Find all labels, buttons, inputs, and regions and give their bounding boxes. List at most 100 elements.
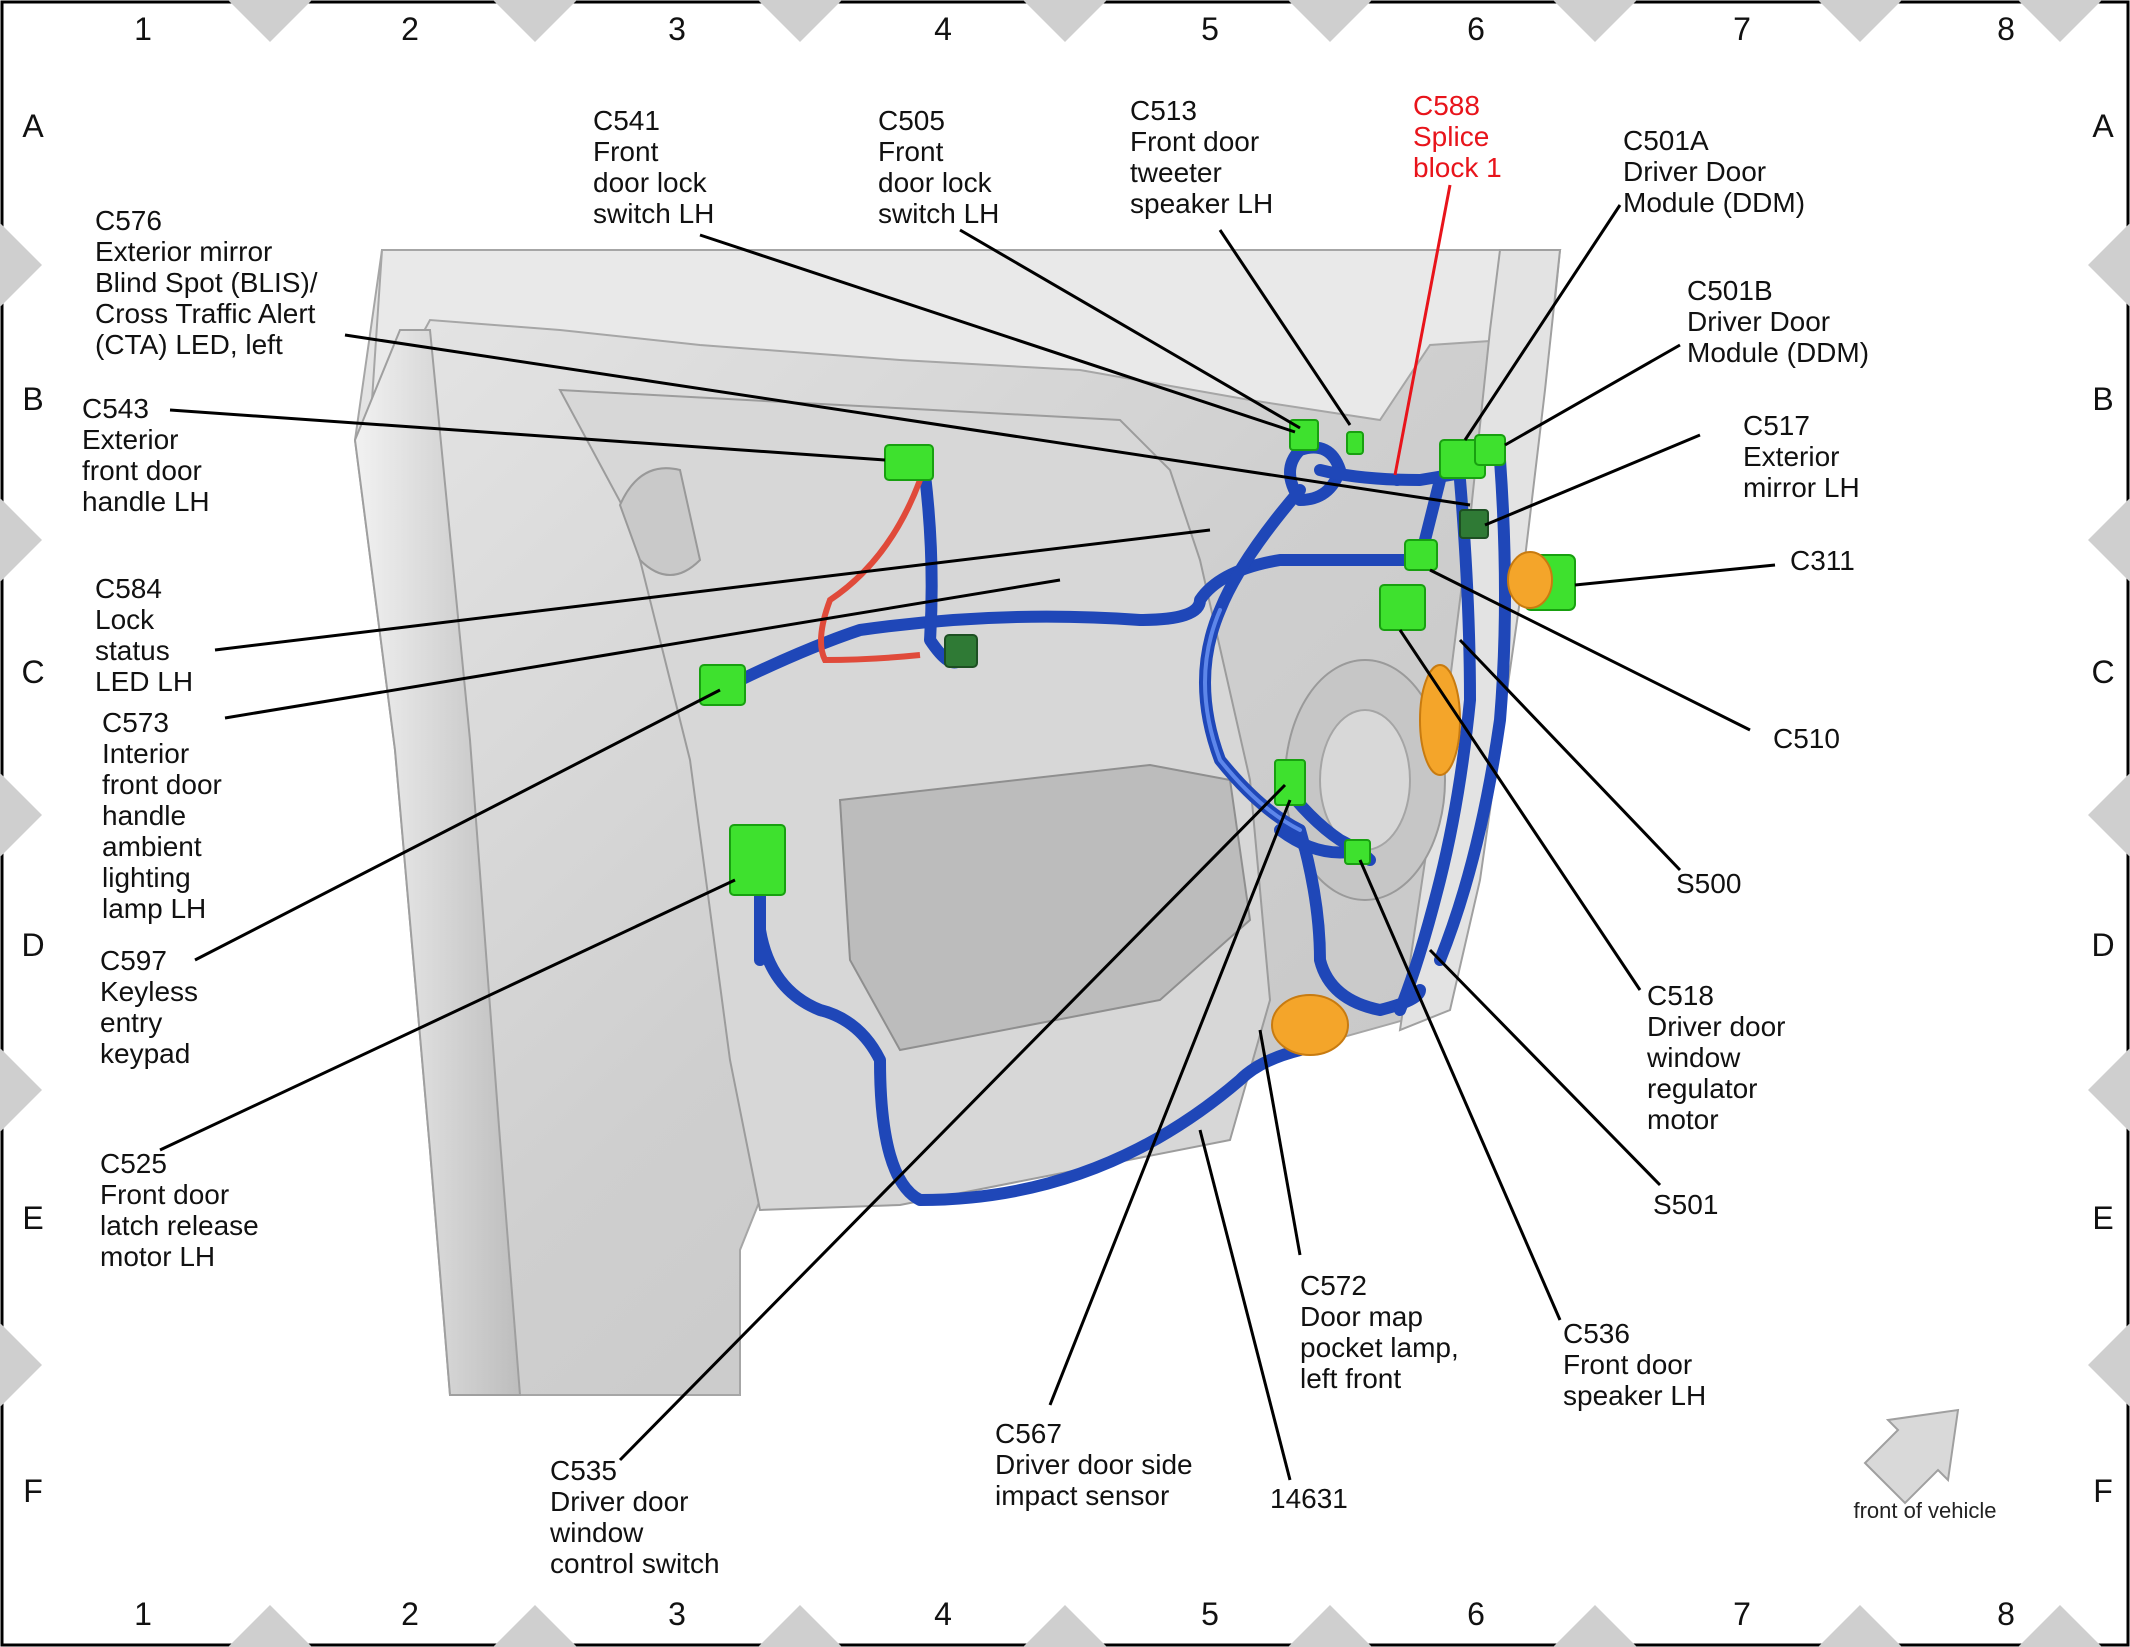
border-triangle-bottom xyxy=(1288,1605,1372,1647)
front-of-vehicle-label: front of vehicle xyxy=(1853,1498,1996,1523)
grid-column-label-top-4: 4 xyxy=(934,11,952,47)
leader-c567 xyxy=(1048,799,1292,1406)
connector-c505 xyxy=(1346,431,1364,455)
harness-top-loop xyxy=(1284,441,1346,506)
harness-right-trunk xyxy=(1394,474,1476,1016)
leader-c536 xyxy=(1358,859,1562,1321)
orange-c311-body xyxy=(1507,551,1553,609)
connectors xyxy=(699,419,1576,1056)
callout-line: entry xyxy=(100,1007,162,1038)
callout-line: LED LH xyxy=(95,666,193,697)
border-triangle-top xyxy=(1553,0,1637,42)
callout-line: handle xyxy=(102,800,186,831)
border-triangle-left xyxy=(0,773,42,857)
callout-line: Exterior xyxy=(1743,441,1839,472)
border-triangle-right xyxy=(2088,498,2130,582)
callout-line: door lock xyxy=(878,167,993,198)
callout-line: C501A xyxy=(1623,125,1709,156)
border-triangle-left xyxy=(0,1048,42,1132)
callout-line: (CTA) LED, left xyxy=(95,329,283,360)
border-triangle-left xyxy=(0,498,42,582)
grid-column-label-top-1: 1 xyxy=(134,11,152,47)
connector-c510 xyxy=(1404,539,1438,571)
callout-line: latch release xyxy=(100,1210,259,1241)
callout-line: C517 xyxy=(1743,410,1810,441)
callout-line: C513 xyxy=(1130,95,1197,126)
leader-c505 xyxy=(959,228,1301,430)
callout-line: block 1 xyxy=(1413,152,1502,183)
callout-line: Blind Spot (BLIS)/ xyxy=(95,267,318,298)
border-triangle-right xyxy=(2088,1048,2130,1132)
border-triangle-top xyxy=(493,0,577,42)
grid-column-label-bottom-1: 1 xyxy=(134,1596,152,1632)
grid-row-label-right-C: C xyxy=(2091,654,2114,690)
grid-column-label-bottom-8: 8 xyxy=(1997,1596,2015,1632)
grid-column-label-bottom-7: 7 xyxy=(1733,1596,1751,1632)
border-triangle-bottom xyxy=(2018,1605,2102,1647)
grid-column-label-bottom-2: 2 xyxy=(401,1596,419,1632)
callout-line: C597 xyxy=(100,945,167,976)
callout-line: window xyxy=(549,1517,644,1548)
door-panel xyxy=(353,249,1562,1396)
callout-line: Door map xyxy=(1300,1301,1423,1332)
callout-line: Interior xyxy=(102,738,189,769)
leader-c573 xyxy=(224,578,1061,720)
leader-c517 xyxy=(1484,433,1701,527)
leader-c543 xyxy=(169,408,886,462)
leader-14631 xyxy=(1198,1129,1292,1481)
grid-column-label-top-5: 5 xyxy=(1201,11,1219,47)
callout-line: C572 xyxy=(1300,1270,1367,1301)
border-triangle-top xyxy=(2018,0,2102,42)
callout-line: Driver door xyxy=(550,1486,688,1517)
callout-line: S500 xyxy=(1676,868,1741,899)
callout-line: left front xyxy=(1300,1363,1401,1394)
callout-line: C518 xyxy=(1647,980,1714,1011)
border-triangle-right xyxy=(2088,1323,2130,1407)
callout-line: Driver door xyxy=(1647,1011,1785,1042)
harness-far-right xyxy=(1434,454,1511,966)
border-triangle-right xyxy=(2088,223,2130,307)
callout-line: C543 xyxy=(82,393,149,424)
harness-top-run xyxy=(1314,464,1486,486)
connector-c536 xyxy=(1344,839,1371,865)
splice-c588 xyxy=(1391,474,1403,486)
leader-c311 xyxy=(1574,563,1776,587)
callout-line: C510 xyxy=(1773,723,1840,754)
door-left-edge xyxy=(353,329,522,1396)
callout-line: motor xyxy=(1647,1104,1719,1135)
connector-c573 xyxy=(699,664,746,706)
callout-p14631: 14631 xyxy=(1270,1483,1348,1514)
harness-main-upper xyxy=(714,474,1446,696)
callout-line: Splice xyxy=(1413,121,1489,152)
leader-s501 xyxy=(1428,948,1662,1187)
callout-line: C501B xyxy=(1687,275,1773,306)
grid-row-label-left-C: C xyxy=(21,654,44,690)
orange-speaker-lower xyxy=(1271,994,1349,1056)
callout-line: Driver Door xyxy=(1687,306,1830,337)
callout-line: C588 xyxy=(1413,90,1480,121)
grid-column-label-bottom-4: 4 xyxy=(934,1596,952,1632)
callout-line: door lock xyxy=(593,167,708,198)
callout-line: C573 xyxy=(102,707,169,738)
grid-row-label-right-B: B xyxy=(2092,381,2113,417)
border-triangle-bottom xyxy=(758,1605,842,1647)
grid-column-label-top-7: 7 xyxy=(1733,11,1751,47)
harness-lower-loop xyxy=(754,924,1306,1206)
callout-line: Front door xyxy=(100,1179,229,1210)
grid-column-label-top-3: 3 xyxy=(668,11,686,47)
grid-column-label-top-8: 8 xyxy=(1997,11,2015,47)
grid-column-label-bottom-6: 6 xyxy=(1467,1596,1485,1632)
grid-row-label-right-F: F xyxy=(2093,1473,2113,1509)
callout-line: speaker LH xyxy=(1130,188,1273,219)
leader-c501a xyxy=(1463,204,1622,441)
